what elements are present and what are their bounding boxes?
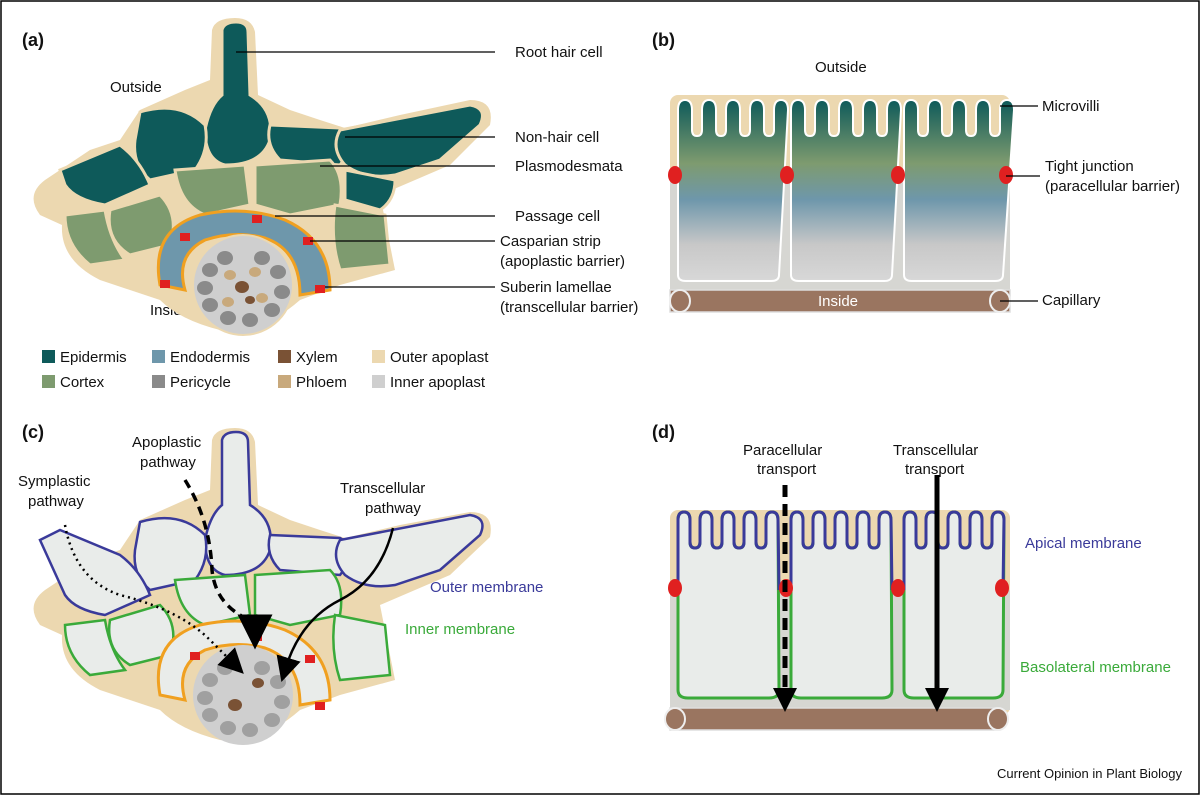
legend-swatch-xylem <box>278 350 291 363</box>
epidermis-cell <box>334 513 484 588</box>
transcellular-label-sub: pathway <box>365 500 421 517</box>
panel-a: (a) Outside Inside <box>22 18 638 336</box>
panel-b-outside: Outside <box>815 59 867 76</box>
capillary-end-left <box>669 289 691 313</box>
label-non-hair-cell: Non-hair cell <box>515 129 599 146</box>
epidermis-cell <box>58 143 152 207</box>
epithelial-cell <box>790 98 903 282</box>
basolateral-membrane-label: Basolateral membrane <box>1020 659 1171 676</box>
panel-a-label: (a) <box>22 30 44 50</box>
panel-c-stele-cells <box>197 661 290 737</box>
panel-d-cells <box>676 510 1006 700</box>
epithelial-cells <box>677 98 1016 282</box>
cortex-cell <box>253 568 343 627</box>
panel-d-capillary <box>669 707 1001 731</box>
xylem-cells <box>235 281 255 304</box>
legend-swatch-inner-apoplast <box>372 375 385 388</box>
panel-d-capillary-end-left <box>664 707 686 731</box>
panel-c-endodermis <box>156 619 332 707</box>
transcellular-transport-label-sub: transport <box>905 461 965 478</box>
legend-swatch-cortex <box>42 375 55 388</box>
phloem-cells <box>222 267 268 307</box>
transcellular-transport-label: Transcellular <box>893 442 978 459</box>
legend-swatch-endodermis <box>152 350 165 363</box>
panel-c: (c) <box>18 422 543 745</box>
symplastic-label-sub: pathway <box>28 493 84 510</box>
label-tight-junction: Tight junction <box>1045 158 1134 175</box>
symplastic-label: Symplastic <box>18 473 91 490</box>
symplastic-pathway-arrow <box>63 524 244 674</box>
cortex-cell <box>63 208 128 267</box>
label-root-hair-cell: Root hair cell <box>515 44 603 61</box>
panel-c-xylem <box>228 678 264 711</box>
panel-b: (b) Outside Inside Microvilli Tigh <box>652 30 1180 313</box>
label-plasmodesmata: Plasmodesmata <box>515 158 623 175</box>
panel-a-outside: Outside <box>110 79 162 96</box>
legend: Epidermis Endodermis Xylem Outer apoplas… <box>42 349 489 391</box>
cortex-cell <box>173 163 252 217</box>
legend-swatch-pericycle <box>152 375 165 388</box>
cortex-cells <box>63 158 392 272</box>
apical-membrane-label: Apical membrane <box>1025 535 1142 552</box>
panel-b-leaders <box>1000 105 1040 302</box>
cortex-cell <box>332 613 392 682</box>
panel-d: (d) Paracellular transport Trans <box>652 422 1171 731</box>
panel-d-label: (d) <box>652 422 675 442</box>
epidermis-cell <box>38 528 152 617</box>
cortex-cell <box>63 618 128 677</box>
legend-label-phloem: Phloem <box>296 374 347 391</box>
label-microvilli: Microvilli <box>1042 98 1100 115</box>
legend-swatch-phloem <box>278 375 291 388</box>
panel-c-label: (c) <box>22 422 44 442</box>
cortex-cell <box>253 158 343 217</box>
label-casparian-strip: Casparian strip <box>500 233 601 250</box>
legend-label-endodermis: Endodermis <box>170 349 250 366</box>
outer-membrane-label: Outer membrane <box>430 579 543 596</box>
transcellular-label: Transcellular <box>340 480 425 497</box>
epithelial-cell <box>903 98 1016 282</box>
credit: Current Opinion in Plant Biology <box>997 766 1182 781</box>
epidermis-cells <box>58 20 484 212</box>
legend-label-cortex: Cortex <box>60 374 105 391</box>
cortex-cell <box>331 203 392 272</box>
label-tight-junction-sub: (paracellular barrier) <box>1045 178 1180 195</box>
panel-b-inside: Inside <box>818 293 858 310</box>
panel-d-capillary-end-right <box>987 707 1009 731</box>
label-passage-cell: Passage cell <box>515 208 600 225</box>
legend-label-xylem: Xylem <box>296 349 338 366</box>
apoplastic-label-sub: pathway <box>140 454 196 471</box>
endodermis-ring <box>156 209 332 297</box>
apical-membrane <box>676 510 1006 591</box>
panel-a-leaders <box>236 51 495 288</box>
transcellular-arrowhead <box>925 688 949 712</box>
paracellular-label-sub: transport <box>757 461 817 478</box>
legend-swatch-epidermis <box>42 350 55 363</box>
tight-junctions <box>668 166 1013 184</box>
apoplastic-label: Apoplastic <box>132 434 202 451</box>
panel-b-label: (b) <box>652 30 675 50</box>
legend-label-pericycle: Pericycle <box>170 374 231 391</box>
panel-c-cells <box>38 430 484 682</box>
casparian-strips <box>160 215 325 293</box>
label-capillary: Capillary <box>1042 292 1101 309</box>
inner-membrane-label: Inner membrane <box>405 621 515 638</box>
legend-swatch-outer-apoplast <box>372 350 385 363</box>
pericycle-cells <box>197 251 290 327</box>
paracellular-arrowhead <box>773 688 797 712</box>
label-suberin-sub: (transcellular barrier) <box>500 299 638 316</box>
legend-label-inner-apoplast: Inner apoplast <box>390 374 486 391</box>
paracellular-label: Paracellular <box>743 442 822 459</box>
epidermis-cell <box>343 168 397 212</box>
legend-label-epidermis: Epidermis <box>60 349 127 366</box>
legend-label-outer-apoplast: Outer apoplast <box>390 349 489 366</box>
label-suberin: Suberin lamellae <box>500 279 612 296</box>
transcellular-pathway-arrow <box>276 527 395 682</box>
label-casparian-strip-sub: (apoplastic barrier) <box>500 253 625 270</box>
epithelial-cell <box>677 98 790 282</box>
